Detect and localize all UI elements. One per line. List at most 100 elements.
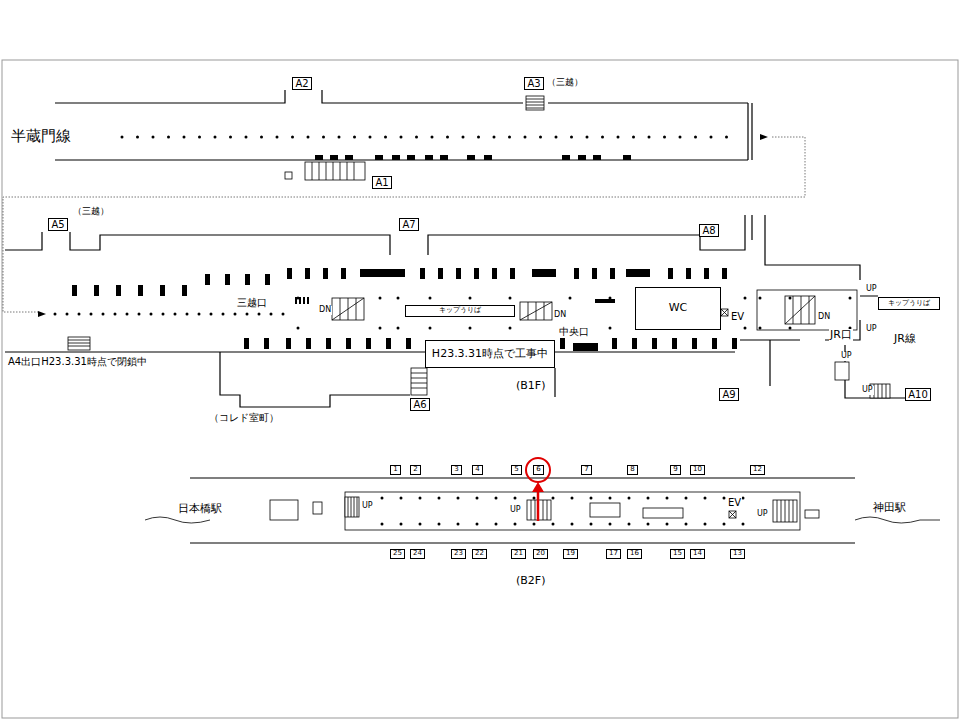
stair-direction: UP xyxy=(861,386,874,395)
stair xyxy=(332,298,364,320)
pillar-dot xyxy=(379,327,382,330)
stair-direction: UP xyxy=(865,325,878,334)
pillar xyxy=(323,268,328,279)
node-text: 25 xyxy=(393,550,402,558)
car-number: 14 xyxy=(690,549,705,559)
pillar-dot xyxy=(477,136,480,139)
b2f-walls xyxy=(145,478,940,543)
pillar-dot xyxy=(258,313,261,316)
node-text: 7 xyxy=(584,466,588,474)
pillar-dot xyxy=(571,497,574,500)
pillar-dot xyxy=(476,497,479,500)
pillars xyxy=(54,136,852,526)
stair xyxy=(345,497,359,517)
node-text: A8 xyxy=(702,225,715,236)
stair-direction: UP xyxy=(865,285,878,294)
toilet-area: WC xyxy=(635,287,721,330)
ticket-box: キップうりば xyxy=(405,305,515,317)
pillar xyxy=(303,297,305,304)
pillar-dot xyxy=(533,523,536,526)
pillar-dot xyxy=(397,297,400,300)
pillar-dot xyxy=(570,136,573,139)
pillar-dot xyxy=(647,497,650,500)
pillar-dot xyxy=(379,297,382,300)
pillar-dot xyxy=(849,297,852,300)
pillar-dot xyxy=(789,297,792,300)
pillar-dot xyxy=(508,136,511,139)
pillar xyxy=(406,338,411,349)
pillar-dot xyxy=(167,136,170,139)
stair-direction: DN xyxy=(553,311,567,320)
pillar xyxy=(712,338,717,349)
exit-box: A6 xyxy=(410,398,430,411)
pillar-dot xyxy=(429,297,432,300)
stair-step xyxy=(411,373,427,388)
small-box xyxy=(285,172,292,179)
pillar xyxy=(632,338,637,349)
pillar-dot xyxy=(632,136,635,139)
exit-name: 三越口 xyxy=(236,297,268,308)
pillar xyxy=(732,338,737,349)
highlight-arrow xyxy=(537,490,540,521)
node-text: A10 xyxy=(908,389,928,400)
pillar-dot xyxy=(457,497,460,500)
node-text: 5 xyxy=(514,466,518,474)
pillar-dot xyxy=(590,497,593,500)
pillar-dot xyxy=(609,523,612,526)
car-number: 8 xyxy=(627,465,638,475)
pillar-dot xyxy=(397,327,400,330)
pillar-dot xyxy=(384,136,387,139)
stair-direction: UP xyxy=(509,506,522,515)
car-number: 7 xyxy=(581,465,592,475)
pillar-dot xyxy=(601,136,604,139)
pillar-dot xyxy=(586,136,589,139)
node-text: 17 xyxy=(609,550,618,558)
pillar-dot xyxy=(552,523,555,526)
pillar-dot xyxy=(381,497,384,500)
pillar xyxy=(692,338,697,349)
exit-name: JR口 xyxy=(829,329,853,341)
pillar xyxy=(245,274,250,285)
pillar xyxy=(299,297,301,304)
highlight-arrowhead xyxy=(532,482,544,492)
exit-box: A3 xyxy=(524,77,544,90)
wall xyxy=(5,215,860,280)
b1f-stairs xyxy=(68,296,890,398)
pillar xyxy=(440,155,448,160)
node-text: 13 xyxy=(733,550,742,558)
car-number: 22 xyxy=(472,549,487,559)
node-text: 4 xyxy=(475,466,479,474)
station-name: 神田駅 xyxy=(872,502,907,514)
pillar xyxy=(510,268,515,279)
car-number: 20 xyxy=(533,549,548,559)
pillar xyxy=(652,338,657,349)
exit-box: A1 xyxy=(372,176,392,189)
pillar-dot xyxy=(260,136,263,139)
exit-box: A2 xyxy=(292,77,312,90)
track-wall xyxy=(190,542,855,543)
pillar-dot xyxy=(282,313,285,316)
station-name: 日本橋駅 xyxy=(177,503,223,515)
pillar-dot xyxy=(66,313,69,316)
pillar-dot xyxy=(493,136,496,139)
node-text: 23 xyxy=(454,550,463,558)
elevator-symbol xyxy=(721,309,728,316)
pillar-dot xyxy=(234,313,237,316)
pillar-dot xyxy=(307,136,310,139)
place-note: （三越） xyxy=(72,207,110,217)
stair-step xyxy=(785,296,815,324)
pillar-dot xyxy=(245,136,248,139)
floor-label: (B2F) xyxy=(515,575,546,587)
pillar-dot xyxy=(679,136,682,139)
car-number: 17 xyxy=(606,549,621,559)
pillar-dot xyxy=(126,313,129,316)
car-number: 24 xyxy=(410,549,425,559)
pillar xyxy=(330,155,338,160)
node-text: 21 xyxy=(514,550,523,558)
pillar xyxy=(264,338,269,349)
stair-step xyxy=(332,298,364,320)
pillar-dot xyxy=(609,497,612,500)
stair xyxy=(305,162,365,180)
notice-box: H23.3.31時点で工事中 xyxy=(425,340,555,368)
pillar xyxy=(244,338,249,349)
